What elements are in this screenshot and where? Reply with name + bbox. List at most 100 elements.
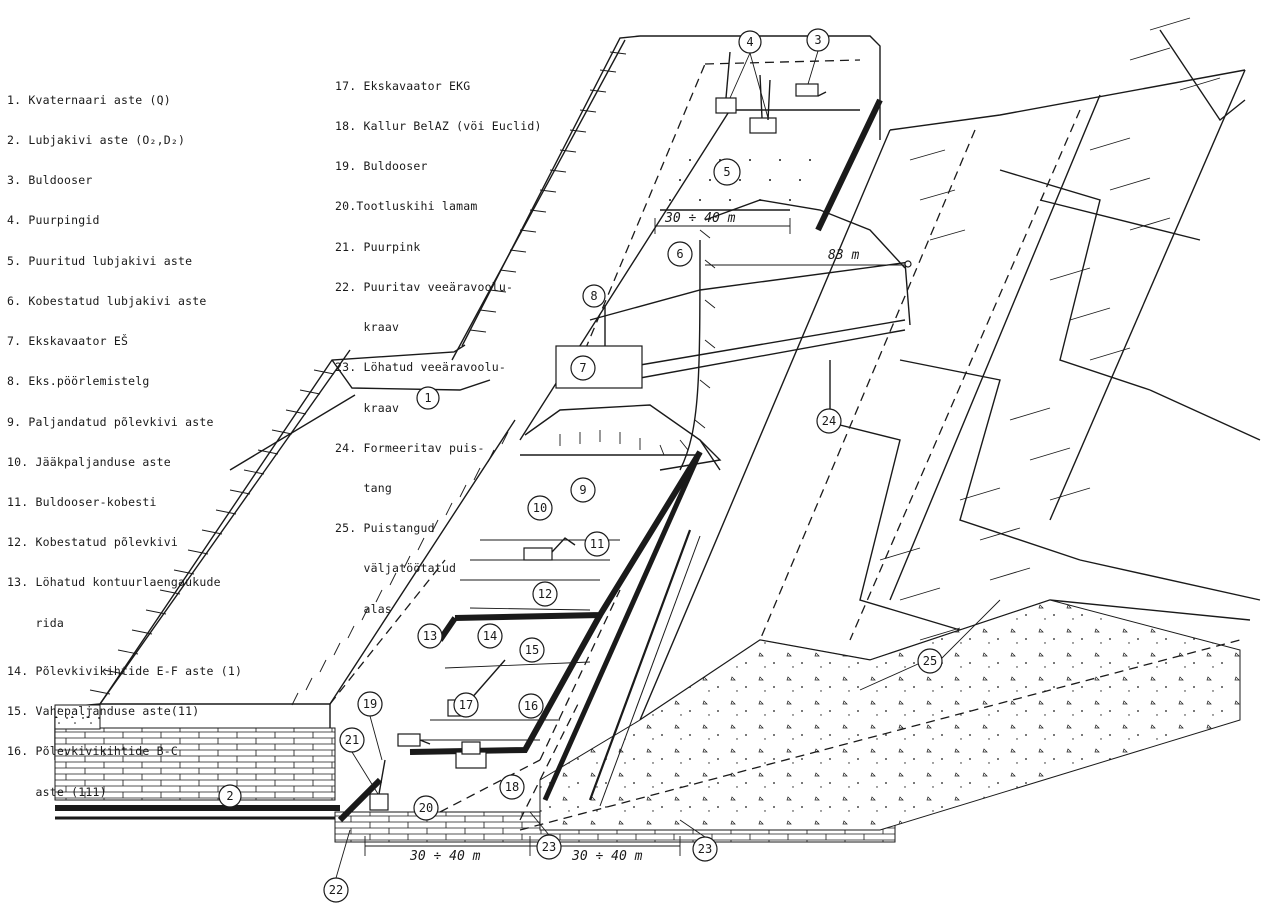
callout-5: 5: [713, 158, 741, 186]
callout-18: 18: [499, 774, 525, 800]
svg-text:5: 5: [723, 165, 730, 179]
callout-15: 15: [519, 637, 545, 663]
svg-text:18: 18: [505, 780, 519, 794]
callout-24: 24: [816, 408, 842, 434]
bulldozer-19: [397, 733, 431, 747]
legend-item-4: 4. Puurpingid: [7, 213, 100, 228]
callouts: 1 2 3 4 5 6 7 8 9 10 11 12 13 14 15 16 1…: [218, 28, 943, 903]
legend-item-24: 24. Formeeritav puis-: [335, 440, 485, 455]
svg-text:3: 3: [814, 33, 821, 47]
outer-left-ridge: [331, 35, 641, 391]
right-dumped-slopes: [639, 17, 1261, 721]
svg-text:4: 4: [746, 35, 753, 49]
callout-13: 13: [417, 623, 443, 649]
legend-item-20: 20.Tootluskihi lamam: [335, 199, 478, 214]
legend-item-5: 5. Puuritud lubjakivi aste: [7, 253, 193, 268]
leader-lines: [335, 50, 1001, 879]
callout-12: 12: [532, 581, 558, 607]
legend-item-13-cont: rida: [7, 615, 64, 630]
callout-2: 2: [218, 784, 242, 808]
svg-text:22: 22: [329, 883, 343, 897]
drill-rig-a: [715, 51, 737, 114]
bulldozer-ripper: [523, 537, 576, 561]
callout-25: 25: [917, 648, 943, 674]
drill-21: [369, 759, 389, 811]
svg-text:1: 1: [424, 391, 431, 405]
legend-item-9: 9. Paljandatud põlevkivi aste: [7, 414, 214, 429]
legend-item-22: 22. Puuritav veeäravoolu-: [335, 279, 514, 294]
callout-14: 14: [477, 623, 503, 649]
legend-item-16: 16. Põlevkivikihtide B-C: [7, 744, 178, 759]
callout-7: 7: [570, 355, 596, 381]
drill-rig-b: [749, 74, 777, 134]
svg-text:20: 20: [419, 801, 433, 815]
callout-6: 6: [667, 241, 693, 267]
dim-boom-reach: 83 m: [828, 248, 859, 263]
dump-truck: [455, 741, 487, 769]
legend-item-6: 6. Kobestatud lubjakivi aste: [7, 293, 207, 308]
legend-item-10: 10. Jääkpaljanduse aste: [7, 454, 171, 469]
svg-text:19: 19: [363, 697, 377, 711]
legend-item-18: 18. Kallur BelAZ (vöi Euclid): [335, 119, 542, 134]
svg-text:9: 9: [579, 483, 586, 497]
svg-text:7: 7: [579, 361, 586, 375]
excavator-swing-zone: [524, 199, 912, 471]
callout-4: 4: [738, 30, 762, 54]
legend-item-16-cont: aste (111): [7, 784, 107, 799]
legend-item-17: 17. Ekskavaator EKG: [335, 78, 471, 93]
svg-text:21: 21: [345, 733, 359, 747]
legend-item-25-cont2: alas: [335, 601, 392, 616]
callout-23a: 23: [536, 834, 562, 860]
svg-text:11: 11: [590, 537, 604, 551]
bulldozer-3: [795, 83, 827, 97]
legend-item-2: 2. Lubjakivi aste (O₂,D₂): [7, 133, 186, 148]
svg-text:16: 16: [524, 699, 538, 713]
callout-19: 19: [357, 691, 383, 717]
legend-item-12: 12. Kobestatud põlevkivi: [7, 535, 178, 550]
dimension-lines: 30 ÷ 40 m 83 m 30 ÷ 40 m 30 ÷ 40 m: [364, 211, 905, 864]
callout-10: 10: [527, 495, 553, 521]
legend-item-24-cont: tang: [335, 481, 392, 495]
svg-text:15: 15: [525, 643, 539, 657]
spoiled-chain: [588, 529, 701, 807]
svg-text:17: 17: [459, 698, 473, 712]
svg-text:12: 12: [538, 587, 552, 601]
svg-text:24: 24: [822, 414, 836, 428]
legend-item-22-cont: kraav: [335, 320, 400, 335]
svg-text:10: 10: [533, 501, 547, 515]
svg-text:8: 8: [590, 289, 597, 303]
callout-8: 8: [582, 284, 606, 308]
legend-item-19: 19. Buldooser: [335, 159, 428, 174]
svg-text:13: 13: [423, 629, 437, 643]
legend-item-13: 13. Löhatud kontuurlaengaukude: [7, 575, 221, 590]
legend-item-14: 14. Põlevkivikihtide E-F aste (1): [7, 663, 243, 678]
svg-text:2: 2: [226, 789, 233, 803]
legend-item-23-cont: kraav: [335, 400, 400, 415]
callout-3: 3: [806, 28, 830, 52]
callout-22: 22: [323, 877, 349, 903]
dim-bottom-right-width: 30 ÷ 40 m: [571, 849, 643, 864]
legend-left: 1. Kvaternaari aste (Q) 2. Lubjakivi ast…: [7, 67, 242, 812]
legend-item-25-cont1: väljatöötatud: [335, 561, 457, 576]
dim-top-bench-width: 30 ÷ 40 m: [664, 211, 736, 226]
callout-23b: 23: [692, 836, 718, 862]
legend-item-7: 7. Ekskavaator EŠ: [7, 334, 129, 349]
legend-item-21: 21. Puurpink: [335, 239, 421, 254]
legend-item-23: 23. Löhatud veeäravoolu-: [335, 360, 506, 375]
callout-17: 17: [453, 692, 479, 718]
svg-text:14: 14: [483, 629, 497, 643]
bottom-right-ground: [519, 599, 1251, 831]
callout-9: 9: [570, 477, 596, 503]
legend-item-1: 1. Kvaternaari aste (Q): [7, 92, 171, 107]
dim-bottom-left-width: 30 ÷ 40 m: [409, 849, 481, 864]
legend-item-11: 11. Buldooser-kobesti: [7, 495, 157, 509]
callout-1: 1: [416, 386, 440, 410]
callout-16: 16: [518, 693, 544, 719]
svg-text:23: 23: [698, 842, 712, 856]
callout-20: 20: [413, 795, 439, 821]
svg-text:23: 23: [542, 840, 556, 854]
machines: [369, 51, 827, 811]
legend-right: 17. Ekskavaator EKG 18. Kallur BelAZ (vö…: [335, 53, 542, 629]
legend-item-3: 3. Buldooser: [7, 173, 93, 188]
